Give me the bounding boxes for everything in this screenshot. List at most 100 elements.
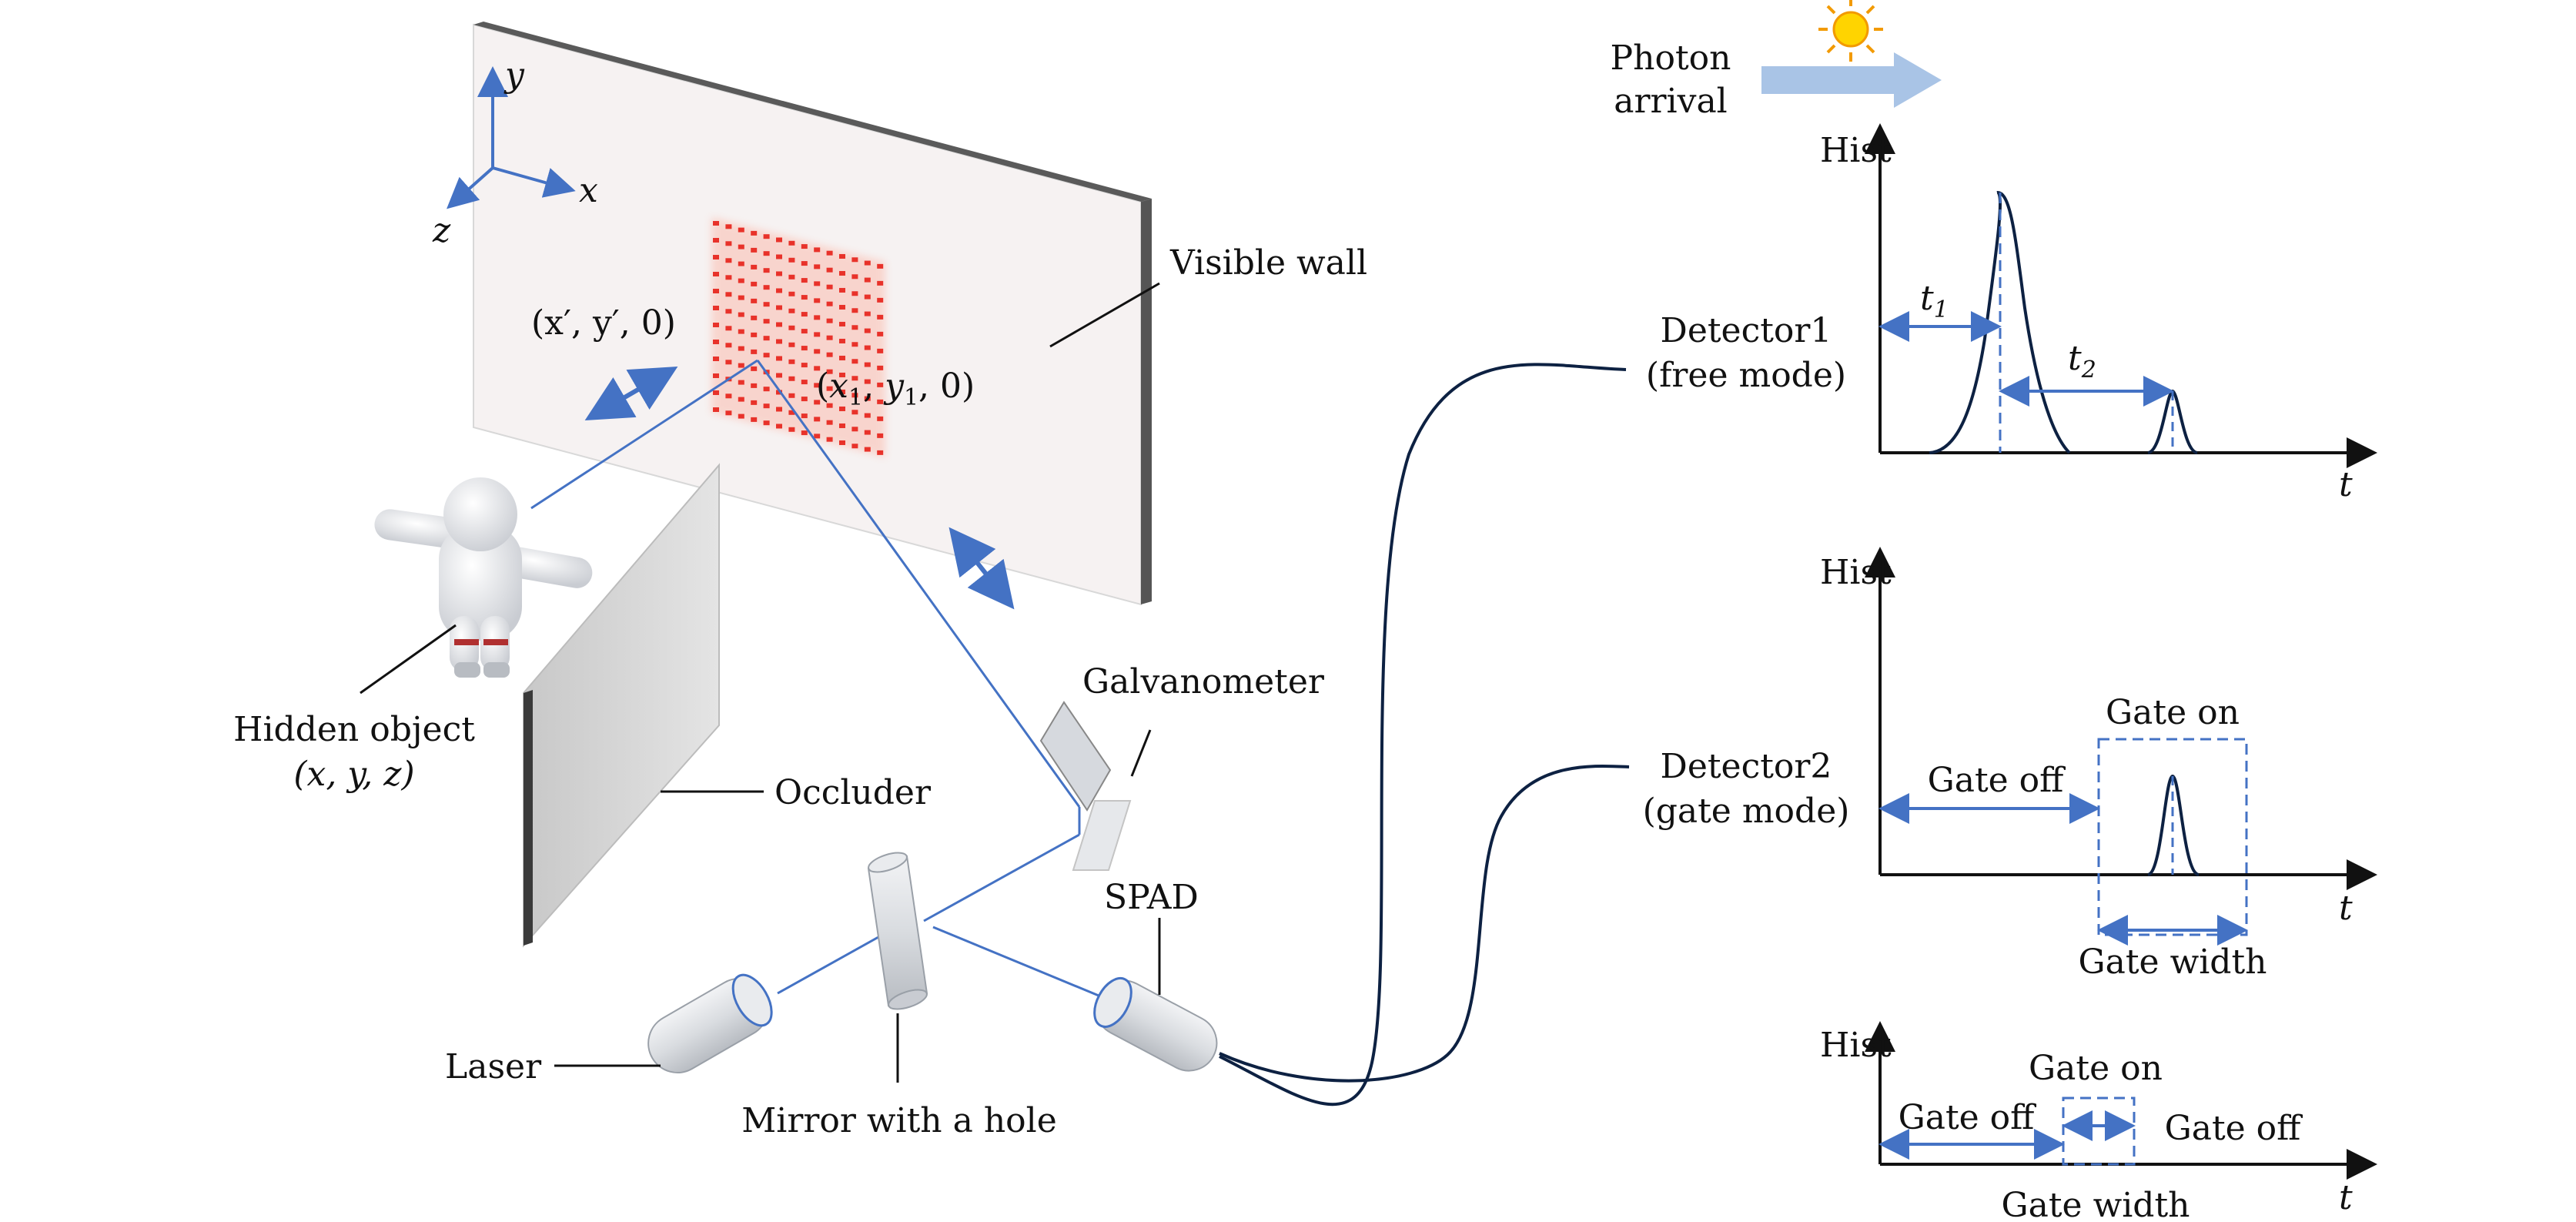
scan-point [864,413,871,418]
scan-point [814,434,821,439]
scan-point [713,340,719,344]
scan-point [877,416,884,421]
scan-point [851,410,858,415]
scan-point [877,280,884,286]
scan-point [839,406,845,411]
scan-point [776,271,782,276]
scan-point [839,321,845,326]
scan-point [877,382,884,387]
plot2-gate-width-label: Gate width [2078,942,2267,982]
scan-point [851,393,858,398]
scan-point [751,264,758,270]
scan-point [839,389,845,394]
scan-point [814,298,821,303]
scan-point [751,417,758,422]
scan-point [877,365,884,370]
scan-point [864,379,871,384]
sun-icon [1818,0,1883,62]
plot2-gate-window [2097,738,2248,936]
scan-point [826,369,833,374]
photon-arrival: Photon arrival [1611,0,1942,121]
scan-point [725,224,732,229]
scan-point [713,306,719,310]
scan-point [801,346,808,351]
spad: SPAD [1093,878,1218,1072]
scan-point [713,289,719,293]
scan-point [751,366,758,371]
scan-point [738,329,744,334]
scan-point [788,359,795,364]
scan-point [725,241,732,246]
plot2-gate-on-label: Gate on [2106,693,2240,732]
scan-point [713,373,719,378]
scan-point [814,400,821,405]
hidden-object-label-line2: (x, y, z) [293,755,414,794]
scan-point [839,372,845,377]
histogram-gate-timeline: Hist t Gate on Gate off Gate off Gate wi… [1820,1021,2377,1222]
scan-point [713,323,719,327]
point-1-label: (x1, y1, 0) [816,367,975,411]
scan-point [788,410,795,415]
scan-point [877,399,884,404]
scan-point [776,390,782,395]
scan-point [763,353,770,358]
scan-point [751,298,758,303]
scan-point [851,291,858,296]
scan-point [763,268,770,273]
fiber-to-detector1 [1219,363,1627,1106]
scan-point [751,332,758,337]
return-light-ray [530,359,758,510]
scan-point [814,281,821,286]
plot1-t2-label: t2 [2068,339,2096,383]
scan-grid-glow [711,217,885,457]
visible-wall-leader [1049,282,1160,348]
scan-point [788,393,795,398]
scan-point [864,294,871,300]
galvanometer-label: Galvanometer [1082,662,1325,701]
scan-point [864,277,871,283]
plot1-ylabel: Hist [1820,131,1892,170]
histogram-gate-mode: Hist t Gate on Gate off Gate width [1820,547,2377,982]
scan-point [738,312,744,317]
scan-point [839,338,845,343]
scan-point [826,437,833,442]
scan-point [839,287,845,293]
scan-point [839,270,845,276]
scan-point [801,329,808,334]
laser-scan-grid [711,217,885,457]
scan-point [713,238,719,243]
scan-point [851,359,858,364]
scan-point [738,261,744,266]
scan-point [763,302,770,307]
scan-point [713,357,719,361]
scan-point [814,417,821,422]
plot2-xlabel: t [2339,889,2353,928]
scan-point [864,260,871,266]
scan-point [776,424,782,429]
scan-point [713,272,719,276]
scan-point [801,430,808,436]
scan-point [851,274,858,280]
scan-point [751,383,758,388]
scan-point [839,355,845,360]
galvo-to-mirror-ray [923,833,1080,922]
scan-point [713,255,719,259]
scan-point [851,376,858,381]
scan-point [751,315,758,320]
plot3-xlabel: t [2339,1178,2353,1217]
scan-point [826,403,833,408]
plot3-gate-off-right-label: Gate off [2165,1109,2303,1148]
point-prime-label: (x′, y′, 0) [531,303,676,343]
propagation-arrow-right [948,527,1015,610]
photon-arrow-icon [1761,52,1942,108]
plot1-xlabel: t [2339,465,2353,504]
laser-ray [777,932,886,995]
scan-point [751,247,758,253]
fiber-cables [1219,363,1630,1106]
scan-point [763,319,770,324]
scan-point [826,352,833,357]
plot2-ylabel: Hist [1820,553,1892,592]
scan-point [776,322,782,327]
scan-point [788,308,795,313]
scan-point [763,251,770,256]
